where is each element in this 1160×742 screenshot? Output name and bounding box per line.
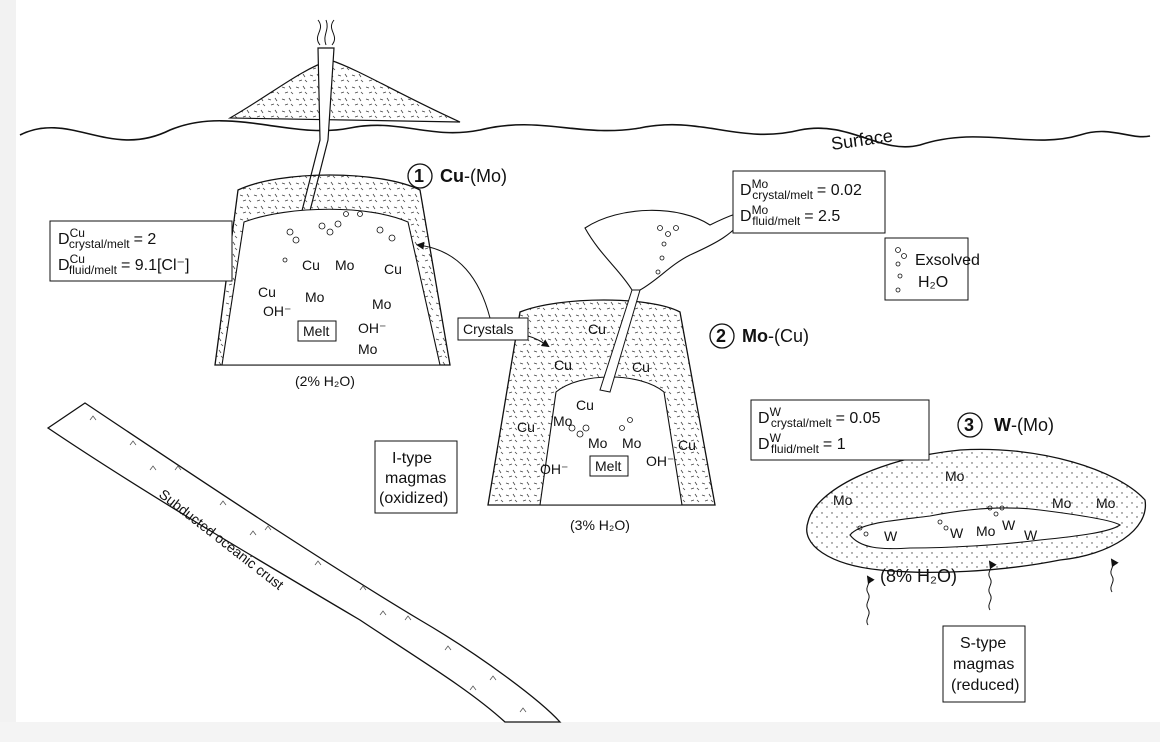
oh-label-1a: OH⁻ [263,303,291,319]
mo-label-3c: Mo [1052,495,1072,511]
stype-line1: S-type [960,635,1006,652]
system-2-metal: Mo-(Cu) [742,326,809,346]
subducted-slab [48,403,560,722]
oh-label-1b: OH⁻ [358,320,386,336]
mo-label-3b: Mo [833,492,853,508]
mo-label-1c: Mo [372,296,392,312]
w-label-3c: W [1002,517,1016,533]
cu-label-2b: Cu [554,357,572,373]
magma-chamber-2-melt [540,377,682,505]
system-3-number: 3 [964,415,974,435]
cu-label-2a: Cu [588,321,606,337]
smoke-plume [317,20,334,45]
crystals-label: Crystals [463,321,514,337]
cu-label-2e: Cu [517,419,535,435]
mo-label-2c: Mo [622,435,642,451]
surface-line [20,121,1150,147]
magma-chamber-1-melt [222,209,440,365]
oh-label-2a: OH⁻ [540,461,568,477]
oh-label-2b: OH⁻ [646,453,674,469]
melt-label-1: Melt [303,323,330,339]
mo-label-3d: Mo [1096,495,1116,511]
mo-label-3e: Mo [976,523,996,539]
stype-line2: magmas [953,656,1014,673]
water-label-1: (2% H₂O) [295,373,355,389]
mo-label-3a: Mo [945,468,965,484]
legend-line2: H₂O [918,274,948,291]
stype-line3: (reduced) [951,677,1019,694]
system-1-number: 1 [414,166,424,186]
mo-label-2a: Mo [553,413,573,429]
legend-line1: Exsolved [915,252,980,269]
w-label-3d: W [1024,527,1038,543]
itype-line1: I-type [392,450,432,467]
water-label-2: (3% H₂O) [570,517,630,533]
system-1-metal: Cu-(Mo) [440,166,507,186]
w-label-3a: W [884,528,898,544]
cu-label-1b: Cu [384,261,402,277]
itype-line3: (oxidized) [379,490,448,507]
cupola-2 [585,210,748,290]
mo-label-1a: Mo [335,257,355,273]
mo-label-1d: Mo [358,341,378,357]
cu-label-2c: Cu [632,359,650,375]
cu-label-1c: Cu [258,284,276,300]
system-3-metal: W-(Mo) [994,415,1054,435]
volcano-cone [230,60,460,122]
system-2-number: 2 [716,326,726,346]
cu-label-2f: Cu [678,437,696,453]
w-label-3b: W [950,525,964,541]
itype-line2: magmas [385,470,446,487]
melt-label-2: Melt [595,458,622,474]
mo-label-1b: Mo [305,289,325,305]
cu-label-1a: Cu [302,257,320,273]
cu-label-2d: Cu [576,397,594,413]
water-label-3: (8% H₂O) [880,566,957,586]
mo-label-2b: Mo [588,435,608,451]
